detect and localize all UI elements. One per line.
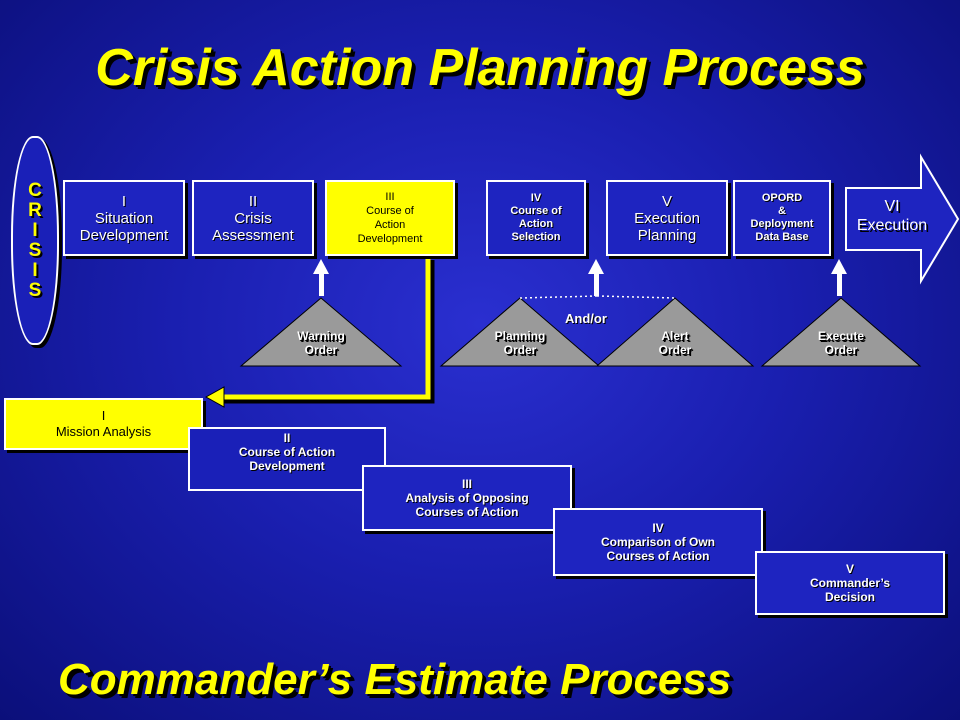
- planning-order-triangle: [439, 297, 601, 367]
- warning-order-triangle: [239, 297, 403, 367]
- alert-order-triangle: [595, 297, 755, 367]
- phase-number: III: [385, 191, 395, 203]
- section-title: Commander’s Estimate Process: [58, 655, 732, 704]
- and-or-label: And/or: [565, 311, 607, 326]
- estimate-step-i-mission-analysis: I Mission Analysis: [4, 398, 203, 450]
- estimate-step-ii-course-of-action-development: II Course of Action Development: [188, 427, 386, 491]
- step-label: Decision: [824, 590, 875, 604]
- phase-label: Selection: [511, 231, 561, 243]
- estimate-step-iv-comparison-of-own: IV Comparison of Own Courses of Action: [553, 508, 763, 576]
- phase-iii-course-of-action-development: III Course of Action Development: [325, 180, 455, 256]
- phase-v-execution-planning: V Execution Planning: [606, 180, 728, 256]
- execute-order-label: Execute Order: [817, 329, 865, 357]
- phase-label: Assessment: [212, 226, 294, 244]
- warning-order-label: Warning Order: [297, 329, 345, 357]
- step-label: Courses of Action: [606, 549, 710, 563]
- step-number: I: [101, 408, 106, 423]
- yellow-connector-arrow: [204, 258, 435, 408]
- phase-label: Course of: [510, 205, 562, 217]
- phase-iv-course-of-action-selection: IV Course of Action Selection: [486, 180, 586, 256]
- and-or-dotted-line: [519, 295, 598, 299]
- phase-label: Planning: [637, 226, 697, 244]
- phase-number: II: [248, 192, 258, 210]
- phase-label: Action: [518, 218, 554, 230]
- phase-label: Execution: [856, 217, 928, 234]
- phase-ii-crisis-assessment: II Crisis Assessment: [192, 180, 314, 256]
- step-number: IV: [652, 521, 664, 535]
- opord-deployment-data-base: OPORD & Deployment Data Base: [733, 180, 831, 256]
- phase-label: &: [778, 205, 786, 217]
- page-title: Crisis Action Planning Process: [95, 39, 865, 97]
- step-label: Mission Analysis: [55, 424, 152, 439]
- phase-number: VI: [884, 198, 900, 215]
- step-label: Analysis of Opposing: [405, 491, 529, 505]
- crisis-letter: S: [28, 239, 42, 261]
- phase-number: IV: [530, 192, 542, 204]
- step-number: V: [845, 562, 854, 576]
- phase-label: Development: [357, 233, 423, 245]
- crisis-letter: R: [28, 199, 42, 221]
- up-arrow-icon: [831, 259, 847, 296]
- step-label: Development: [249, 459, 325, 473]
- step-number: II: [283, 431, 291, 445]
- alert-order-label: Alert Order: [658, 329, 692, 357]
- phase-label: Data Base: [755, 231, 809, 243]
- phase-label: Crisis: [234, 209, 272, 227]
- estimate-step-iii-analysis-of-opposing: III Analysis of Opposing Courses of Acti…: [362, 465, 572, 531]
- planning-order-label: Planning Order: [494, 329, 546, 357]
- step-number: III: [461, 477, 472, 491]
- phase-label: Situation: [94, 209, 154, 227]
- phase-number: I: [121, 192, 127, 210]
- step-label: Course of Action: [238, 445, 336, 459]
- crisis-letter: I: [32, 219, 38, 241]
- phase-label: Development: [79, 226, 169, 244]
- phase-i-situation-development: I Situation Development: [63, 180, 185, 256]
- phase-label: Deployment: [750, 218, 814, 230]
- and-or-dotted-line: [596, 295, 676, 299]
- crisis-letter: C: [28, 179, 42, 201]
- phase-label: Action: [374, 219, 406, 231]
- step-label: Commander’s: [809, 576, 891, 590]
- phase-vi-execution: VI Execution: [846, 197, 938, 235]
- execute-order-triangle: [760, 297, 922, 367]
- execution-arrow-shape: [845, 153, 960, 285]
- up-arrow-icon: [588, 259, 604, 296]
- up-arrow-icon: [313, 259, 329, 296]
- estimate-step-v-commanders-decision: V Commander’s Decision: [755, 551, 945, 615]
- step-label: Courses of Action: [415, 505, 519, 519]
- crisis-letter: I: [32, 259, 38, 281]
- step-label: Comparison of Own: [601, 535, 715, 549]
- phase-number: V: [661, 192, 672, 210]
- phase-label: Execution: [634, 209, 700, 227]
- crisis-label: C R I S I S: [11, 136, 59, 345]
- phase-label: Course of: [366, 205, 414, 217]
- phase-number: OPORD: [761, 192, 803, 204]
- crisis-letter: S: [28, 279, 42, 301]
